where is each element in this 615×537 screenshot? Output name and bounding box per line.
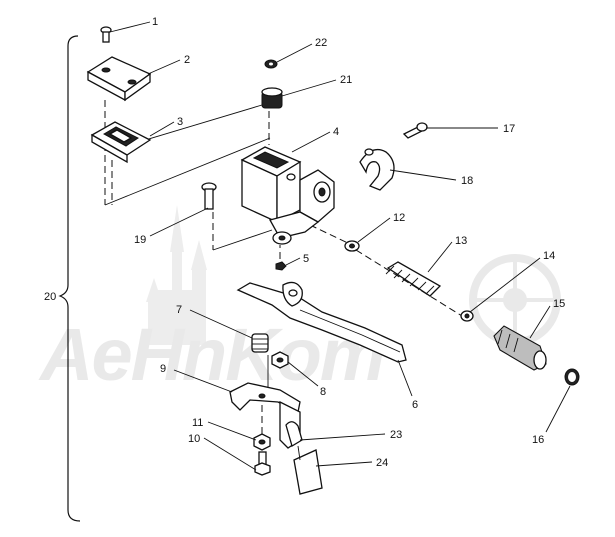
callout-11: 11 bbox=[192, 417, 203, 429]
callout-1: 1 bbox=[152, 16, 158, 28]
callout-3: 3 bbox=[177, 116, 183, 128]
callout-5: 5 bbox=[303, 253, 309, 265]
watermark: AeHnKom bbox=[38, 205, 561, 396]
part-17-bolt bbox=[402, 122, 428, 139]
callout-19: 19 bbox=[134, 234, 146, 246]
callout-7: 7 bbox=[176, 304, 182, 316]
callout-18: 18 bbox=[461, 175, 473, 187]
part-24-tag bbox=[293, 445, 323, 495]
part-23-switch bbox=[285, 421, 303, 447]
assembly-bracket bbox=[58, 35, 81, 522]
callout-10: 10 bbox=[188, 433, 200, 445]
part-21-bushing bbox=[261, 87, 283, 109]
callout-8: 8 bbox=[320, 386, 326, 398]
watermark-castle-icon bbox=[146, 205, 207, 345]
callout-14: 14 bbox=[543, 250, 555, 262]
callout-21: 21 bbox=[340, 74, 352, 86]
part-13-spring bbox=[385, 261, 442, 297]
callout-20: 20 bbox=[44, 291, 56, 303]
callout-22: 22 bbox=[315, 37, 327, 49]
part-3-diaphragm bbox=[90, 121, 152, 164]
part-5-nut bbox=[275, 261, 287, 271]
part-22-washer bbox=[264, 59, 278, 69]
callout-4: 4 bbox=[333, 126, 339, 138]
callout-17: 17 bbox=[503, 123, 515, 135]
leader-lines bbox=[109, 21, 571, 471]
part-1-screw bbox=[100, 26, 112, 43]
part-15-piston bbox=[493, 325, 547, 371]
part-8-nut bbox=[271, 351, 289, 369]
part-18-clamp bbox=[359, 148, 395, 191]
callout-9: 9 bbox=[160, 363, 166, 375]
callout-2: 2 bbox=[184, 54, 190, 66]
part-7-spring bbox=[251, 333, 269, 353]
part-11-nut bbox=[253, 433, 271, 451]
part-19-screw bbox=[201, 182, 217, 210]
callout-23: 23 bbox=[390, 429, 402, 441]
callout-12: 12 bbox=[393, 212, 405, 224]
part-2-reservoir-cap bbox=[86, 56, 152, 102]
callout-15: 15 bbox=[553, 298, 565, 310]
callout-24: 24 bbox=[376, 457, 388, 469]
part-16-snap-ring bbox=[564, 368, 580, 386]
part-14-washer bbox=[460, 310, 474, 322]
part-12-washer bbox=[344, 240, 360, 252]
part-4-master-cylinder bbox=[240, 146, 335, 245]
callout-16: 16 bbox=[532, 434, 544, 446]
callout-13: 13 bbox=[455, 235, 467, 247]
part-6-brake-lever bbox=[236, 281, 407, 363]
callout-labels: 1 2 3 4 5 6 7 8 9 10 11 12 13 14 15 16 1… bbox=[44, 16, 565, 469]
part-10-bolt bbox=[254, 451, 271, 476]
callout-6: 6 bbox=[412, 399, 418, 411]
